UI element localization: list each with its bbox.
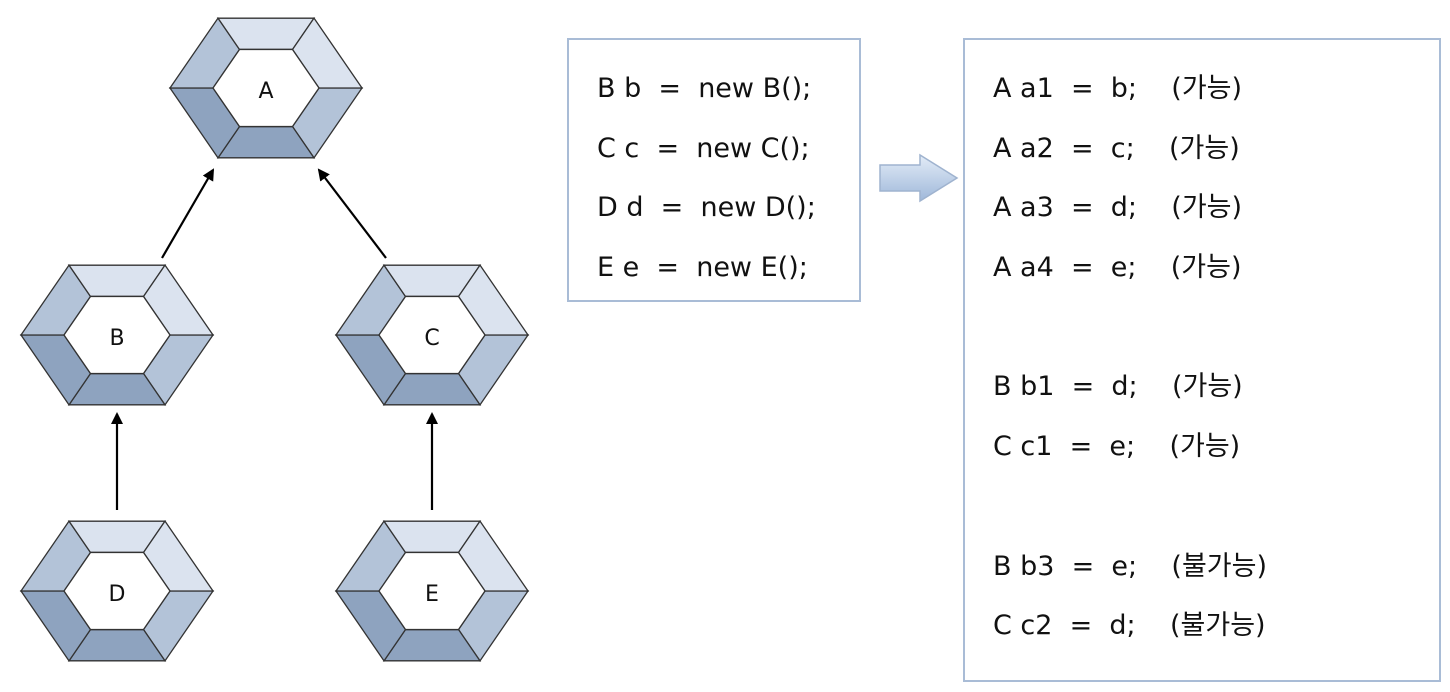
assignment-spacer [993, 307, 1439, 367]
assignment-line: A a1 = b; (가능) [993, 73, 1243, 104]
class-node-a [168, 17, 364, 159]
assignment-line: A a2 = c; (가능) [993, 132, 1240, 164]
declaration-line: D d = new D(); [597, 192, 816, 224]
right-arrow-icon [879, 153, 959, 203]
assignment-line: A a3 = d; (가능) [993, 192, 1243, 224]
node-label-e: E [425, 582, 439, 607]
hexagon-inner-face [63, 295, 171, 375]
declaration-line: C c = new C(); [597, 132, 810, 164]
class-node-e [334, 520, 530, 662]
node-label-d: D [109, 582, 126, 607]
assignment-line: A a4 = e; (가능) [993, 252, 1242, 284]
hexagon-inner-face [212, 48, 320, 128]
assignment-line: B b3 = e; (불가능) [993, 550, 1268, 582]
hexagon-inner-face [378, 551, 486, 631]
assignment-line: C c2 = d; (불가능) [993, 610, 1266, 642]
assignment-line: B b1 = d; (가능) [993, 371, 1243, 403]
assignments-box: A a1 = b; (가능) A a2 = c; (가능) A a3 = d; … [963, 38, 1441, 682]
node-label-b: B [109, 326, 124, 351]
node-label-c: C [424, 326, 439, 351]
class-node-c [334, 264, 530, 406]
assignment-line: C c1 = e; (가능) [993, 431, 1241, 463]
hexagon-inner-face [378, 295, 486, 375]
node-label-a: A [258, 79, 273, 104]
assignment-spacer [993, 486, 1439, 546]
declaration-line: E e = new E(); [597, 252, 808, 284]
hexagon-inner-face [63, 551, 171, 631]
edge-b-to-a [161, 168, 215, 259]
declarations-box: B b = new B(); C c = new C(); D d = new … [567, 38, 861, 302]
class-node-b [19, 264, 215, 406]
class-node-d [19, 520, 215, 662]
declaration-line: B b = new B(); [597, 73, 812, 104]
edge-c-to-a [317, 168, 387, 259]
